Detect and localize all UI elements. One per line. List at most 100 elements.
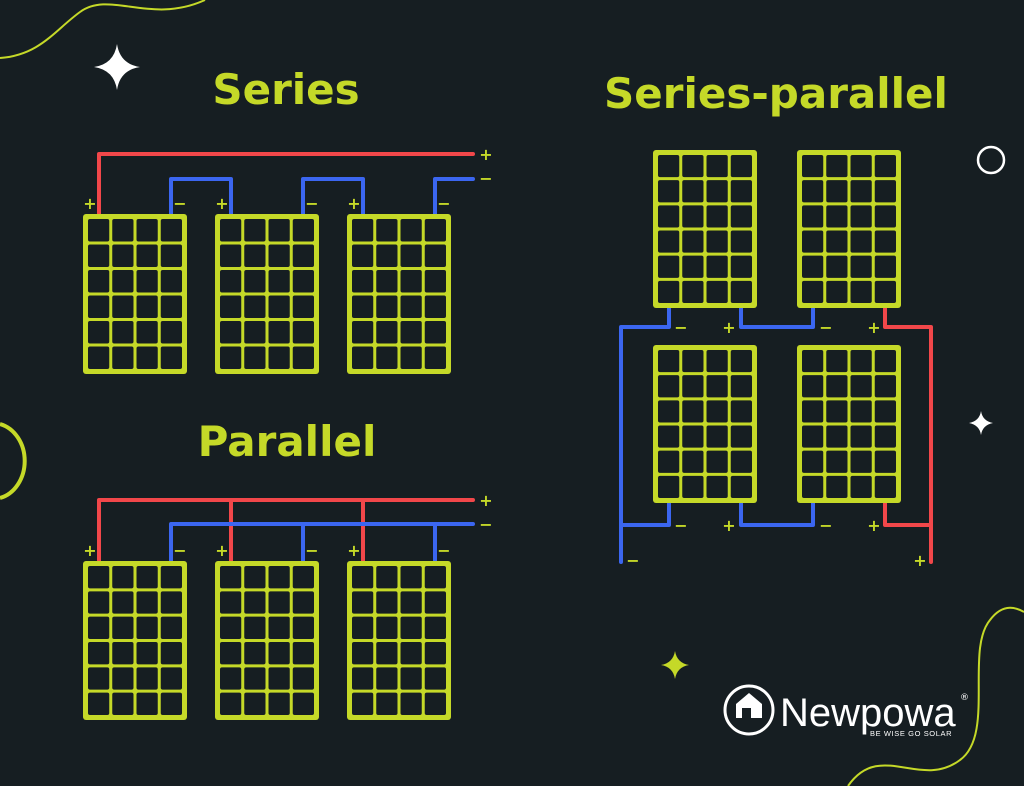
panel-cell — [850, 255, 872, 278]
panel-cell — [88, 270, 110, 293]
panel-cell — [682, 205, 704, 228]
panel-cell — [400, 591, 422, 614]
panel-cell — [682, 400, 704, 423]
panel-cell — [352, 270, 374, 293]
panel-cell — [802, 205, 824, 228]
minus-sign: − — [173, 541, 186, 560]
panel-cell — [400, 642, 422, 665]
panel-cell — [244, 692, 266, 715]
plus-sign: + — [83, 194, 96, 213]
panel-cell — [268, 270, 290, 293]
panel-cell — [826, 255, 848, 278]
panel-cell — [112, 566, 134, 589]
panel-cell — [292, 667, 314, 690]
panel-cell — [292, 295, 314, 318]
panel-cell — [850, 230, 872, 253]
panel-cell — [136, 219, 158, 242]
panel-cell — [220, 692, 242, 715]
panel-cell — [352, 244, 374, 267]
panel-cell — [112, 616, 134, 639]
panel-cell — [706, 475, 728, 498]
panel-cell — [88, 667, 110, 690]
panel-cell — [160, 270, 182, 293]
panel-cell — [160, 642, 182, 665]
title-series: Series — [212, 65, 359, 114]
brand-name: Newpowa — [780, 691, 956, 735]
panel-cell — [220, 244, 242, 267]
panel-cell — [376, 346, 398, 369]
panel-cell — [874, 205, 896, 228]
panel-cell — [292, 616, 314, 639]
panel-cell — [826, 425, 848, 448]
panel-cell — [658, 205, 680, 228]
ring-icon-left — [0, 422, 27, 500]
minus-sign: − — [479, 169, 492, 188]
panel-cell — [658, 155, 680, 178]
panel-cell — [826, 475, 848, 498]
panel-cell — [874, 450, 896, 473]
sp-positive-trunk — [883, 306, 933, 564]
panel-cell — [292, 270, 314, 293]
panel-cell — [268, 219, 290, 242]
panel-cell — [874, 280, 896, 303]
series-negative-wire — [433, 177, 475, 216]
minus-sign: − — [819, 318, 832, 337]
panel-cell — [400, 295, 422, 318]
panel-cell — [682, 450, 704, 473]
ring-icon-right — [976, 145, 1006, 175]
panel-cell — [112, 642, 134, 665]
panel-cell — [268, 616, 290, 639]
series-link-wire-1 — [169, 177, 233, 216]
panel-cell — [850, 180, 872, 203]
panel-cell — [658, 450, 680, 473]
panel-cell — [292, 321, 314, 344]
panel-cell — [244, 219, 266, 242]
panel-cell — [136, 295, 158, 318]
panel-cell — [376, 244, 398, 267]
panel-cell — [136, 346, 158, 369]
panel-cell — [826, 280, 848, 303]
parallel-negative-bus — [169, 522, 475, 563]
panel-cell — [682, 155, 704, 178]
panel-cell — [136, 321, 158, 344]
panel-cell — [682, 350, 704, 373]
panel-cell — [352, 642, 374, 665]
series-panel-2 — [215, 214, 319, 374]
panel-cell — [874, 180, 896, 203]
panel-cell — [160, 667, 182, 690]
panel-cell — [874, 155, 896, 178]
parallel-panel-2 — [215, 561, 319, 720]
plus-sign: + — [867, 318, 880, 337]
panel-cell — [730, 205, 752, 228]
panel-cell — [220, 566, 242, 589]
panel-cell — [244, 566, 266, 589]
panel-cell — [352, 667, 374, 690]
panel-cell — [400, 667, 422, 690]
panel-cell — [730, 180, 752, 203]
panel-cell — [826, 230, 848, 253]
panel-cell — [400, 616, 422, 639]
panel-cell — [160, 295, 182, 318]
panel-cell — [400, 692, 422, 715]
panel-cell — [424, 346, 446, 369]
panel-cell — [874, 425, 896, 448]
panel-cell — [730, 425, 752, 448]
panel-cell — [352, 566, 374, 589]
terminal-signs: +−+−+−+−+−+−+−+−−+−+−+−+−+ — [83, 145, 926, 570]
panel-cell — [88, 642, 110, 665]
panel-cell — [112, 321, 134, 344]
panel-cell — [352, 692, 374, 715]
panel-cell — [802, 255, 824, 278]
panel-cell — [112, 219, 134, 242]
panel-cell — [220, 616, 242, 639]
plus-sign: + — [215, 541, 228, 560]
panel-cell — [682, 180, 704, 203]
panel-cell — [706, 255, 728, 278]
panel-cell — [424, 616, 446, 639]
panel-cell — [220, 270, 242, 293]
panel-cell — [658, 350, 680, 373]
panel-cell — [352, 591, 374, 614]
panel-cell — [658, 475, 680, 498]
plus-sign: + — [722, 318, 735, 337]
